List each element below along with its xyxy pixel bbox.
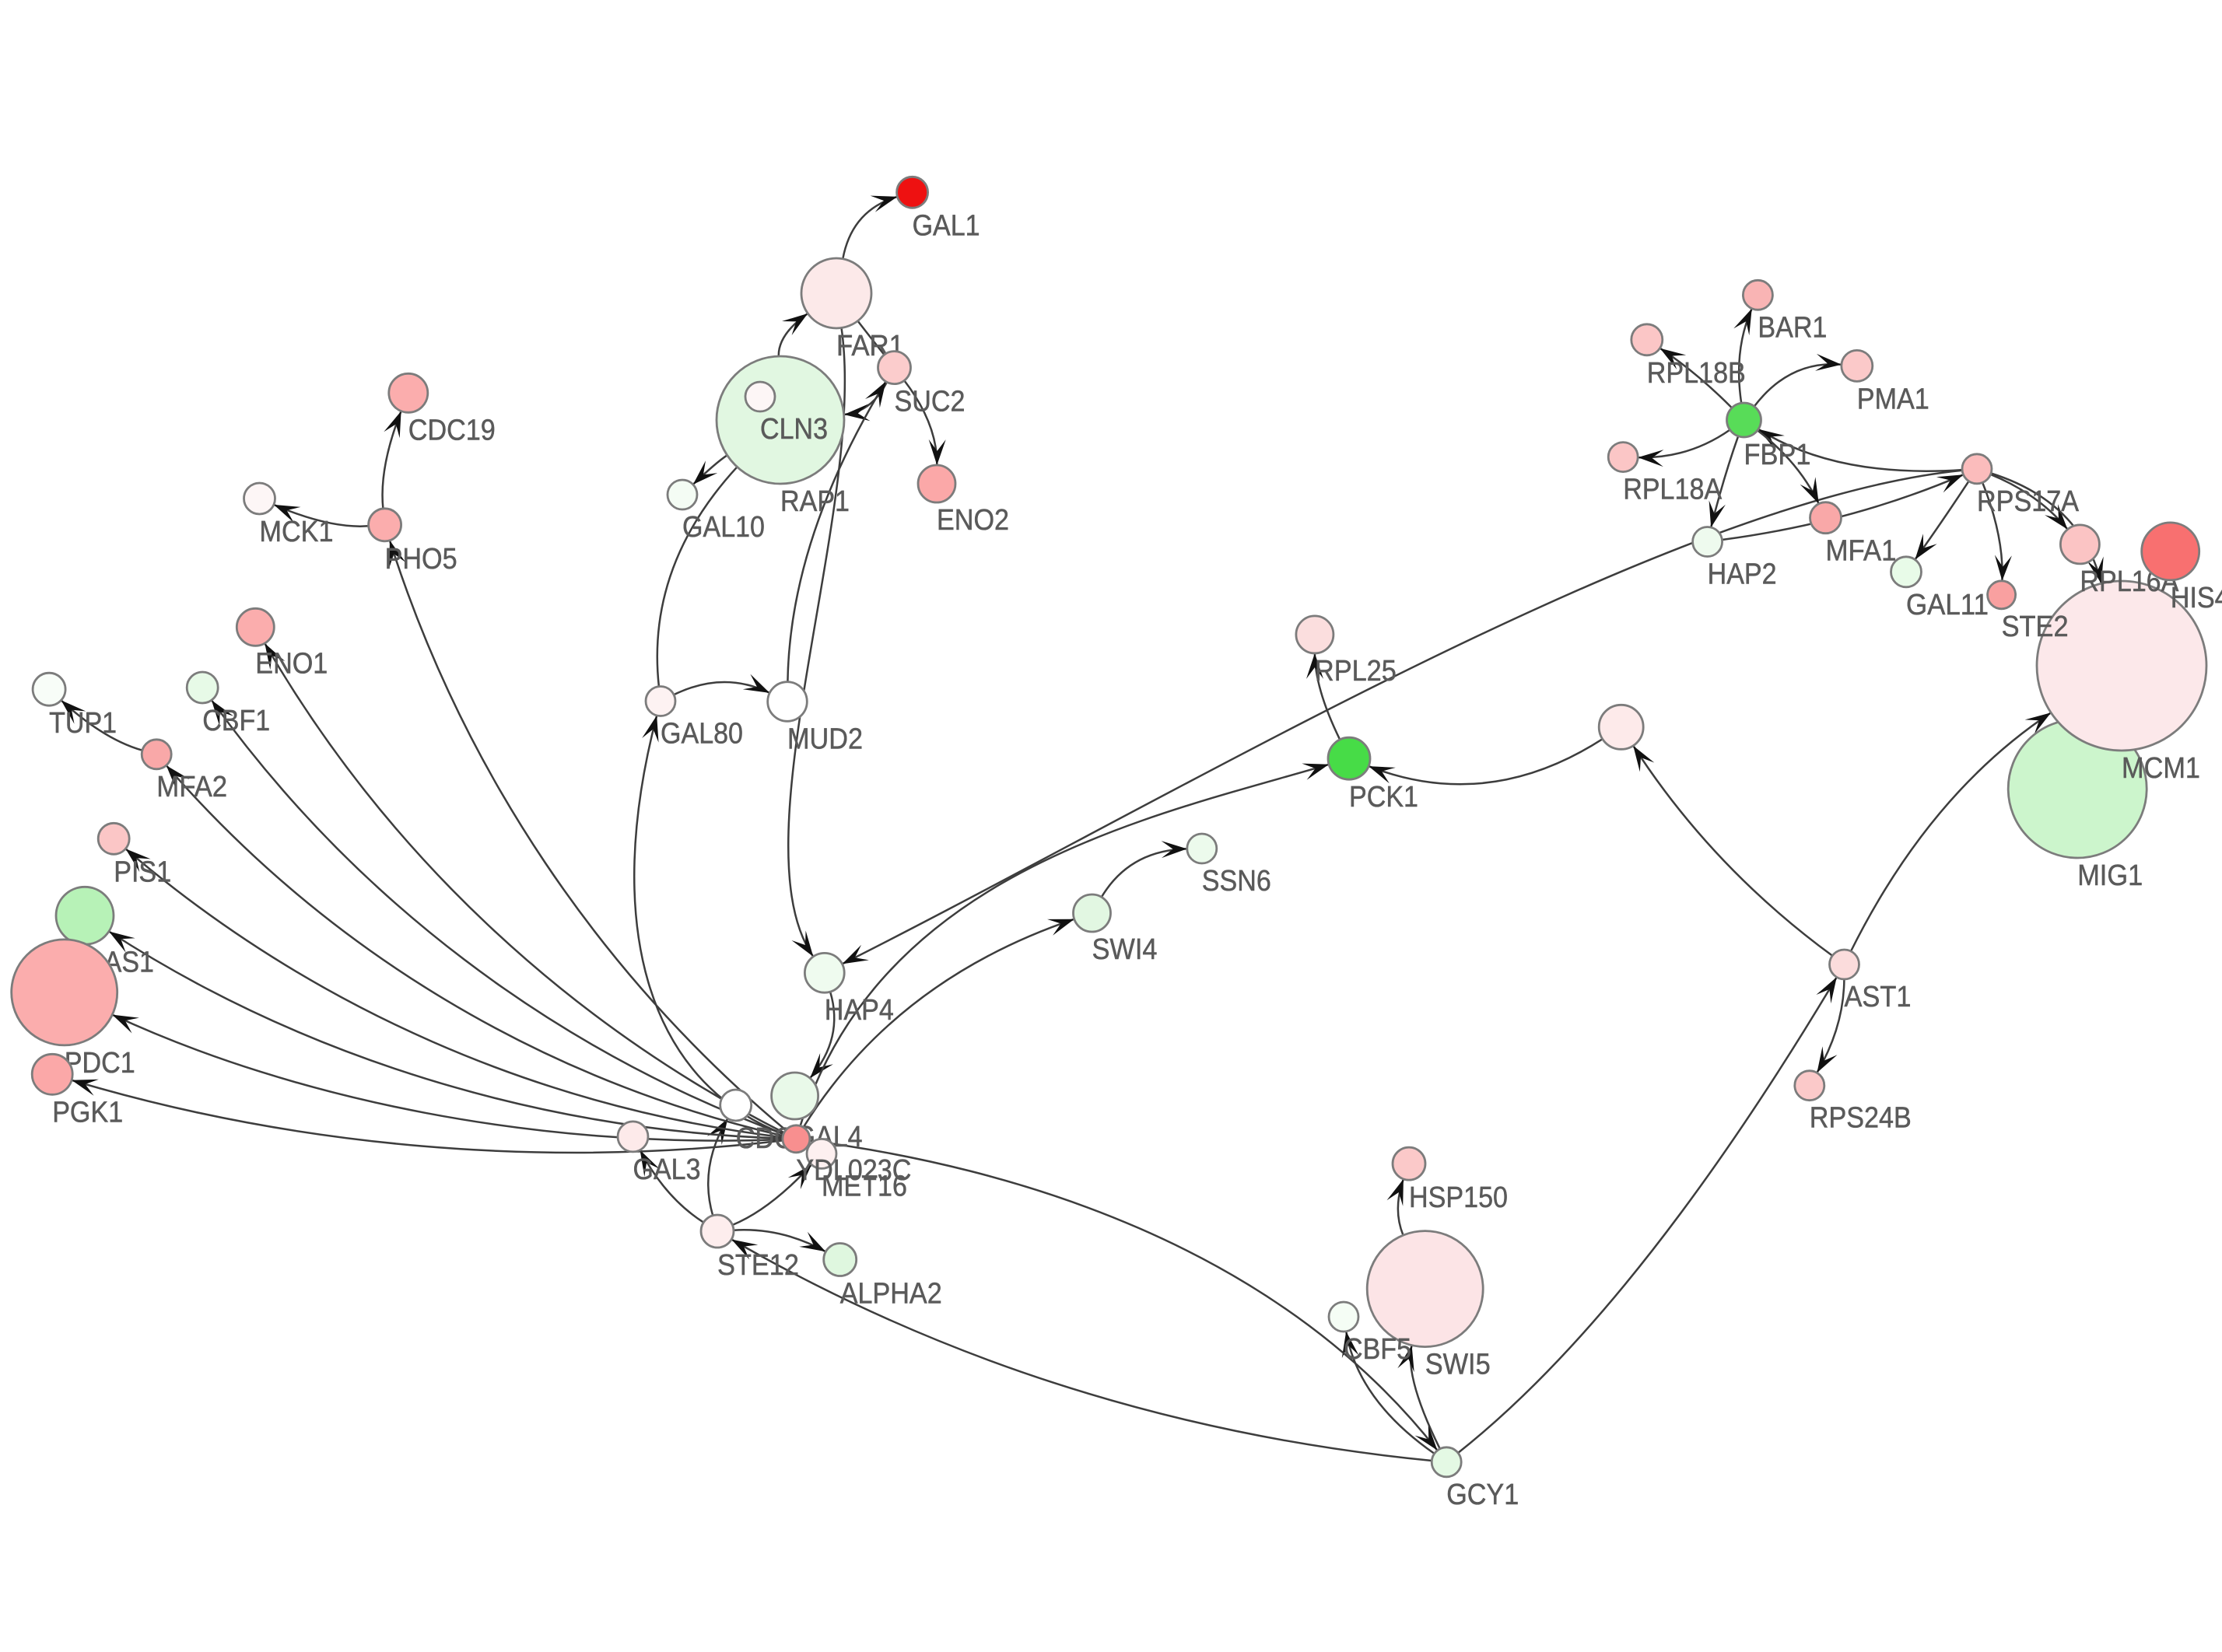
svg-text:SWI4: SWI4 bbox=[1092, 933, 1158, 966]
svg-text:YDL023C: YDL023C bbox=[796, 1154, 911, 1187]
svg-text:STE2: STE2 bbox=[2002, 611, 2069, 643]
svg-text:STE12: STE12 bbox=[717, 1249, 799, 1282]
svg-text:HIS4: HIS4 bbox=[2171, 582, 2222, 614]
svg-text:RPL18B: RPL18B bbox=[1647, 357, 1746, 390]
svg-text:HAP2: HAP2 bbox=[1708, 558, 1777, 591]
svg-text:RPL18A: RPL18A bbox=[1623, 474, 1723, 506]
svg-text:MFA1: MFA1 bbox=[1826, 535, 1897, 568]
svg-text:HSP150: HSP150 bbox=[1409, 1181, 1508, 1214]
svg-text:MET16: MET16 bbox=[822, 1170, 907, 1202]
svg-text:SWI5: SWI5 bbox=[1425, 1349, 1491, 1381]
svg-text:CDC19: CDC19 bbox=[408, 414, 496, 446]
svg-text:PCK1: PCK1 bbox=[1349, 781, 1418, 814]
svg-text:GAL80: GAL80 bbox=[661, 718, 743, 751]
svg-text:HAP4: HAP4 bbox=[825, 994, 894, 1027]
svg-text:TUP1: TUP1 bbox=[49, 707, 117, 740]
svg-text:PIS1: PIS1 bbox=[114, 856, 171, 888]
svg-text:MCK1: MCK1 bbox=[260, 516, 334, 548]
svg-text:RPS17A: RPS17A bbox=[1977, 485, 2080, 518]
svg-text:MIG1: MIG1 bbox=[2077, 859, 2143, 892]
svg-text:RPL25: RPL25 bbox=[1315, 655, 1397, 688]
svg-text:RAP1: RAP1 bbox=[780, 485, 850, 518]
svg-text:GAL10: GAL10 bbox=[682, 511, 765, 544]
svg-text:GAL11: GAL11 bbox=[1906, 589, 1989, 621]
svg-text:SSN6: SSN6 bbox=[1202, 865, 1271, 898]
svg-text:GAL1: GAL1 bbox=[913, 209, 980, 242]
svg-text:GCY1: GCY1 bbox=[1446, 1479, 1519, 1511]
svg-text:BAR1: BAR1 bbox=[1758, 311, 1827, 344]
svg-text:GAL3: GAL3 bbox=[633, 1153, 701, 1186]
svg-text:CBF1: CBF1 bbox=[202, 705, 270, 737]
svg-text:PDC1: PDC1 bbox=[65, 1047, 135, 1080]
svg-text:ALPHA2: ALPHA2 bbox=[840, 1278, 942, 1311]
svg-text:SUC2: SUC2 bbox=[895, 386, 966, 418]
svg-text:MFA2: MFA2 bbox=[156, 771, 227, 803]
svg-text:PHO5: PHO5 bbox=[385, 543, 457, 576]
svg-text:CLN3: CLN3 bbox=[760, 413, 828, 446]
svg-text:CBF5: CBF5 bbox=[1344, 1333, 1411, 1366]
svg-text:PGK1: PGK1 bbox=[52, 1096, 123, 1129]
svg-text:ENO1: ENO1 bbox=[255, 647, 328, 680]
svg-text:FBP1: FBP1 bbox=[1744, 439, 1811, 471]
svg-text:ENO2: ENO2 bbox=[937, 504, 1009, 537]
svg-text:MCM1: MCM1 bbox=[2122, 752, 2200, 785]
svg-text:RPS24B: RPS24B bbox=[1810, 1102, 1912, 1135]
svg-text:MUD2: MUD2 bbox=[787, 723, 863, 755]
svg-text:RPL16A: RPL16A bbox=[2080, 565, 2179, 598]
svg-text:AST1: AST1 bbox=[1845, 981, 1912, 1013]
svg-text:PMA1: PMA1 bbox=[1857, 383, 1929, 415]
